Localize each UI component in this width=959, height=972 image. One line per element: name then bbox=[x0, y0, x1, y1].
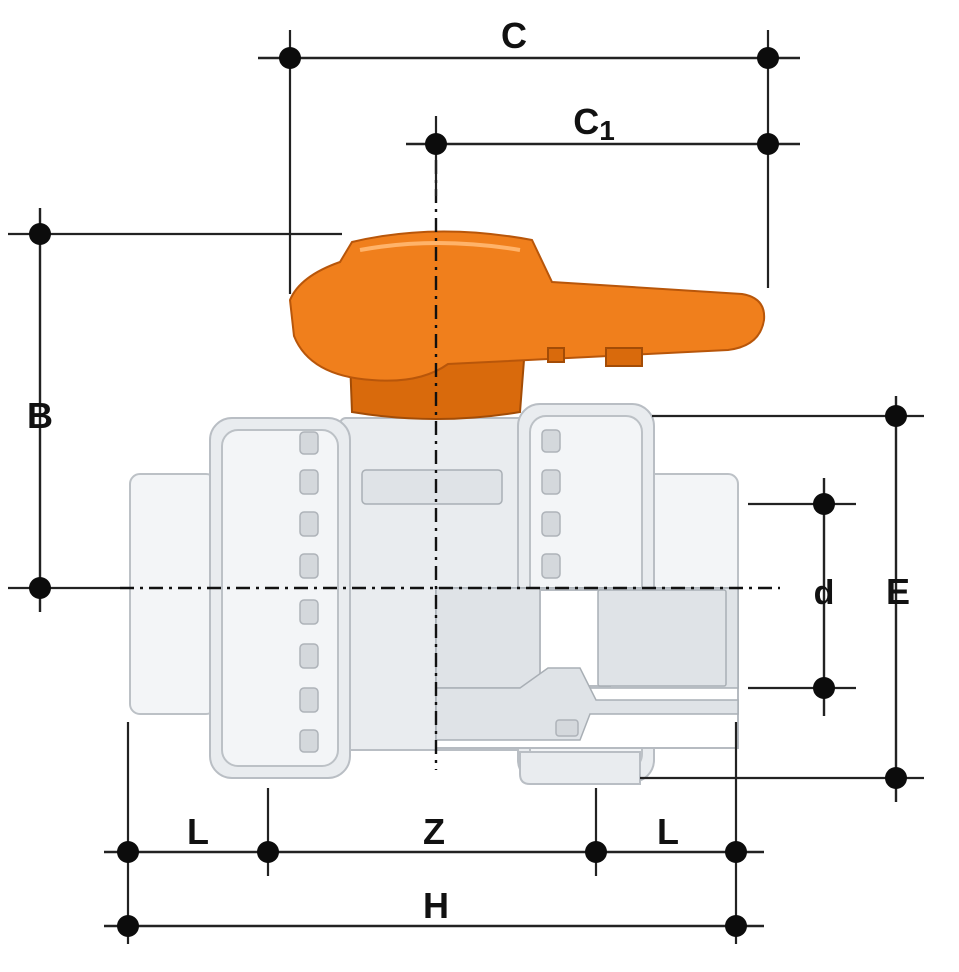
dimension-l-z-l: L Z L bbox=[104, 722, 764, 944]
dim-label-c1: C1 bbox=[573, 101, 615, 146]
dimension-h: H bbox=[104, 885, 764, 937]
dim-label-l-right: L bbox=[657, 811, 679, 852]
dimension-e: E bbox=[640, 396, 924, 802]
dimension-b: B bbox=[8, 208, 342, 612]
dimension-c: C bbox=[258, 15, 800, 294]
dim-label-d: d bbox=[814, 574, 835, 612]
dim-label-b: B bbox=[27, 395, 53, 436]
dimension-d: d bbox=[748, 478, 856, 716]
dim-label-e: E bbox=[886, 571, 910, 612]
handle-tab-left bbox=[547, 347, 565, 363]
dim-label-c: C bbox=[501, 15, 527, 56]
dimension-c1: C1 bbox=[406, 101, 800, 196]
handle-highlight bbox=[359, 241, 521, 252]
dim-label-l-left: L bbox=[187, 811, 209, 852]
left-end-connector bbox=[129, 473, 217, 715]
valve-body bbox=[129, 403, 739, 785]
handle-lever bbox=[288, 230, 766, 382]
body-label-plate bbox=[361, 469, 503, 505]
left-union-nut bbox=[209, 417, 351, 779]
dim-label-h: H bbox=[423, 885, 449, 926]
handle-tab-right bbox=[605, 347, 643, 367]
dim-label-z: Z bbox=[423, 811, 445, 852]
orange-handle bbox=[288, 230, 766, 420]
cutaway-section bbox=[435, 587, 739, 785]
